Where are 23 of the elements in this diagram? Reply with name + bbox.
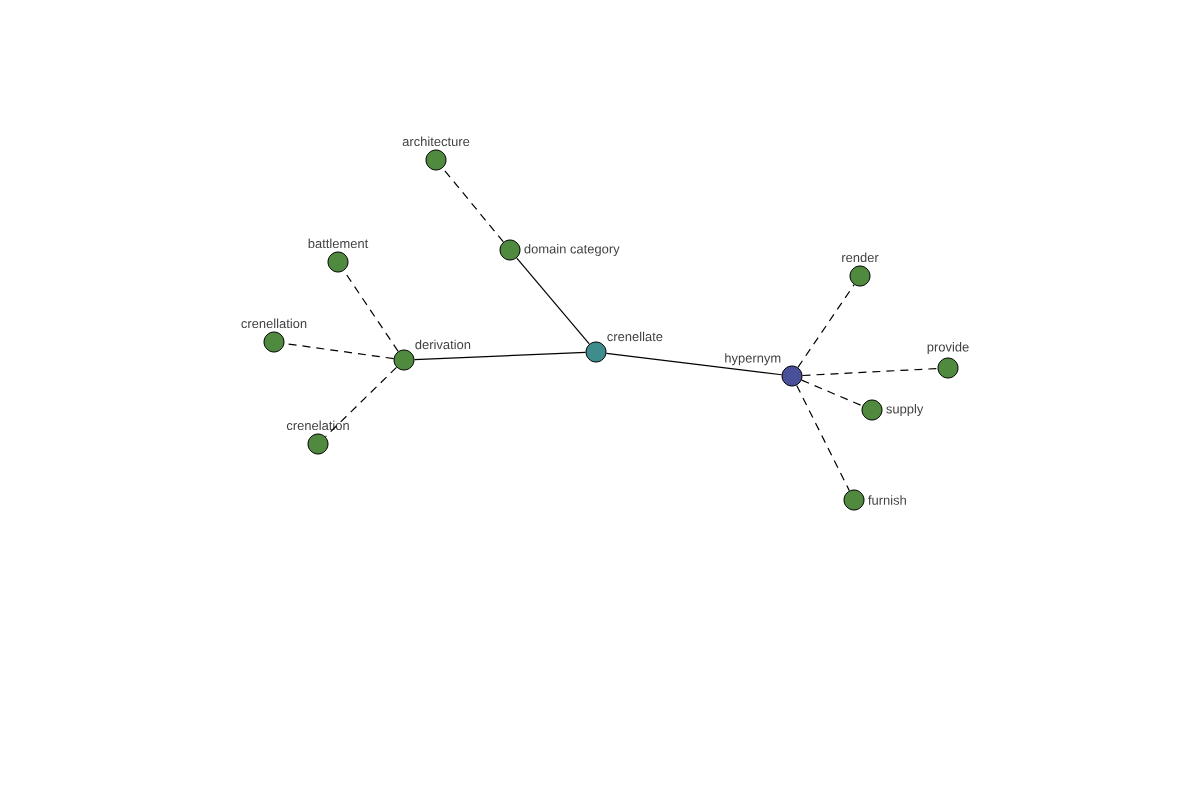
graph-node <box>241 318 307 353</box>
graph-node <box>585 331 663 363</box>
graph-node <box>842 252 879 287</box>
graph-node <box>308 238 369 273</box>
connector-line <box>343 270 399 352</box>
graph-node <box>861 399 924 421</box>
connector-line <box>516 257 590 345</box>
connector-line <box>283 342 395 360</box>
connector-line <box>605 352 783 376</box>
connector-line <box>796 384 850 492</box>
graph-node <box>927 342 969 379</box>
graph-node <box>402 136 470 171</box>
connector-line <box>324 366 398 438</box>
connector-line <box>797 284 855 368</box>
graph-node <box>725 353 803 387</box>
graph-node <box>393 339 471 371</box>
connector-line <box>801 367 939 377</box>
graph-node <box>286 420 349 455</box>
connector-line <box>801 379 863 407</box>
graph-node <box>843 489 906 511</box>
connector-line <box>442 167 504 243</box>
graph-node <box>499 239 620 261</box>
connector-line <box>413 351 587 361</box>
